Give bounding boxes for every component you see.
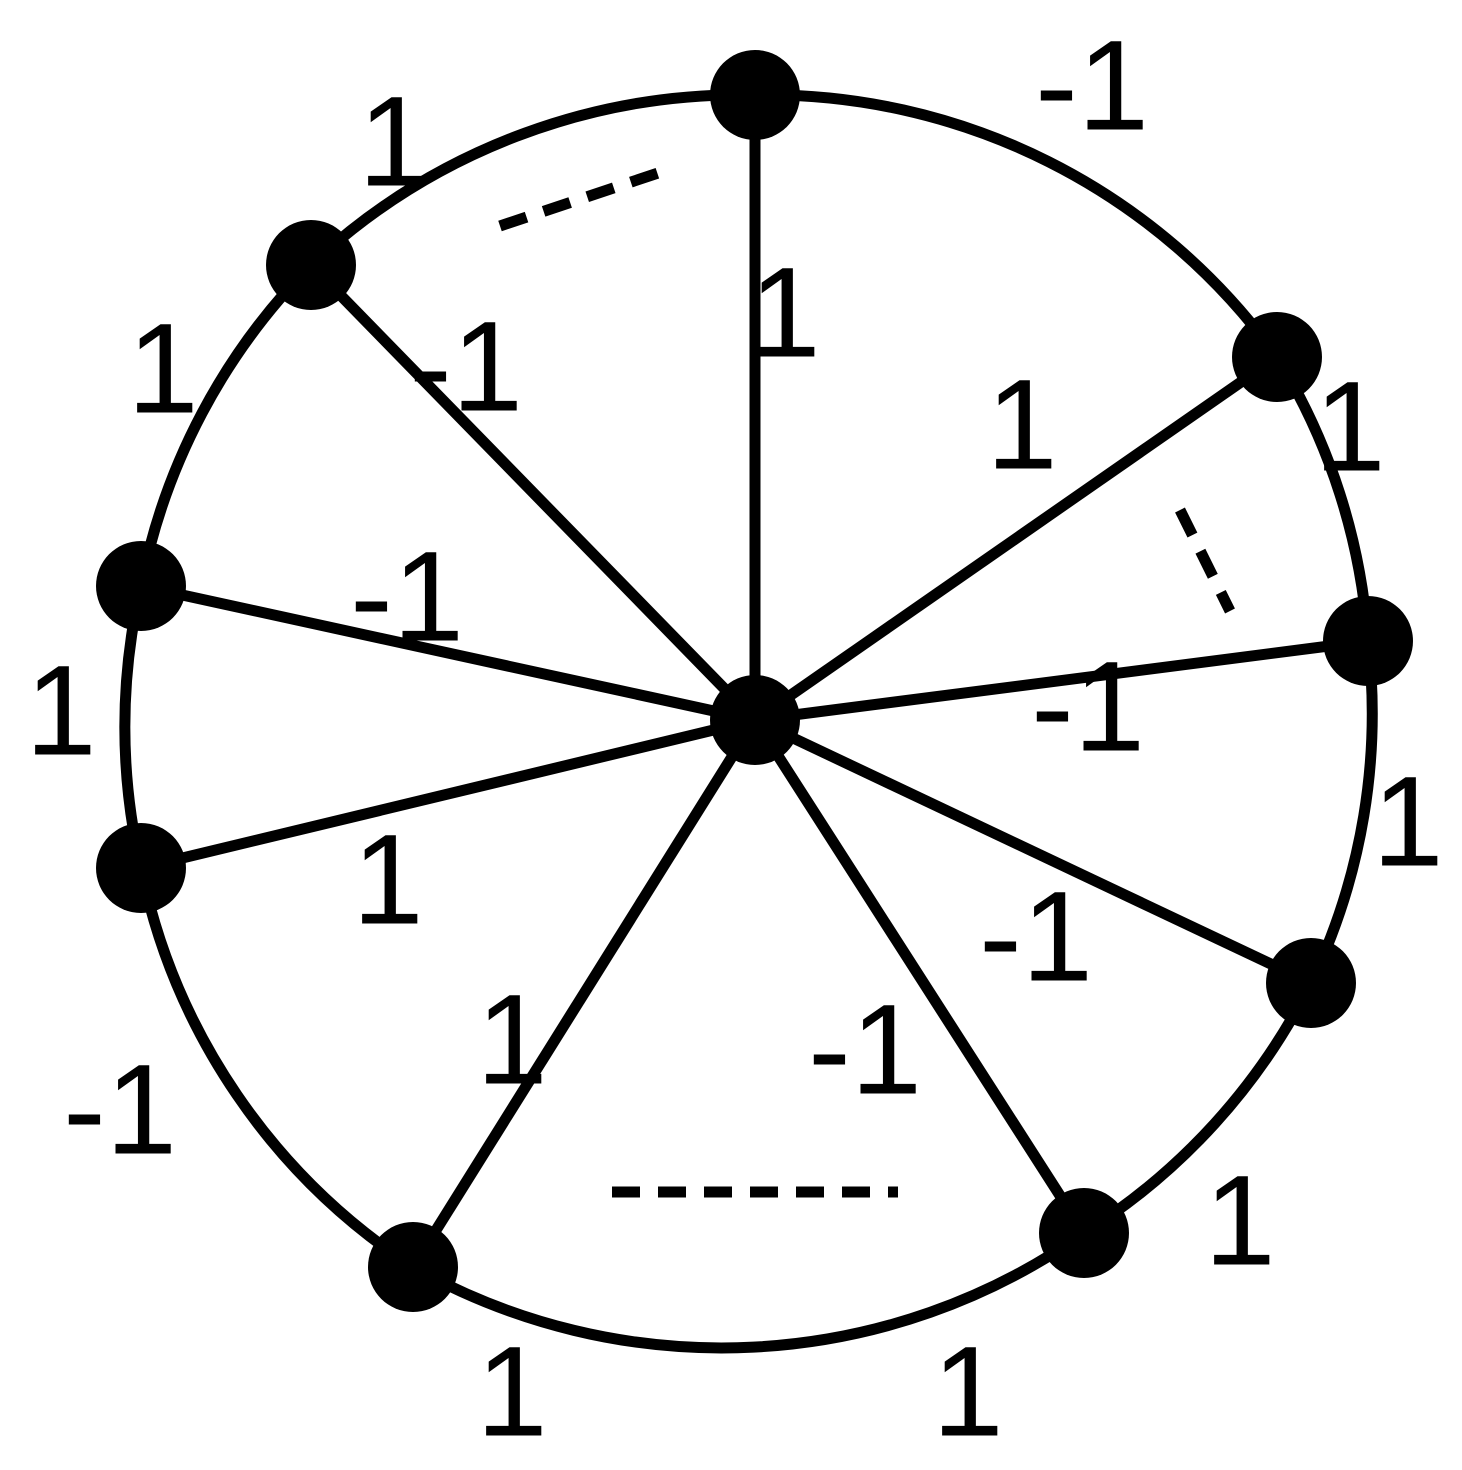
spoke-weight-label: -1	[979, 866, 1093, 1009]
rim-vertex	[1323, 596, 1413, 686]
spoke-edge	[750, 717, 1089, 1236]
rim-vertex	[1039, 1188, 1129, 1278]
rim-weight-label: -1	[63, 1039, 177, 1182]
rim-weight-label: 1	[127, 298, 198, 441]
rim-edge	[135, 261, 315, 588]
rim-vertex	[96, 541, 186, 631]
rim-edge	[135, 866, 416, 1272]
spoke-weight-label: 1	[986, 354, 1057, 497]
vertices	[96, 50, 1413, 1312]
spoke-weight-label: -1	[1031, 636, 1145, 779]
rim-vertex	[710, 50, 800, 140]
spoke-edge	[139, 580, 757, 726]
spoke-weight-label: -1	[808, 979, 922, 1122]
spoke-weight-label: -1	[350, 526, 464, 669]
rim-vertex	[96, 823, 186, 913]
spoke-weight-label: -1	[409, 296, 523, 439]
rim-edge	[754, 89, 1282, 361]
spoke-edge	[751, 352, 1281, 725]
rim-edge	[410, 1228, 1088, 1354]
spoke-edge	[754, 635, 1369, 726]
spoke-edge	[139, 714, 757, 874]
ellipsis-dashes	[1175, 507, 1235, 614]
rim-weight-label: 1	[1314, 356, 1385, 499]
spoke-weight-label: 1	[476, 969, 547, 1112]
rim-weight-label: -1	[1035, 15, 1149, 158]
spoke-edge	[307, 261, 759, 724]
omitted-edges-indicators	[498, 163, 1235, 1198]
ellipsis-dashes	[498, 163, 672, 232]
rim-weight-label: 1	[25, 640, 96, 783]
rim-vertex	[266, 220, 356, 310]
spoke-edge	[408, 717, 760, 1270]
rim-vertex	[1266, 938, 1356, 1028]
rim-weight-label: 1	[358, 71, 429, 214]
rim-weight-label: 1	[1204, 1150, 1275, 1293]
rim-vertex	[368, 1222, 458, 1312]
hub-vertex	[710, 675, 800, 765]
spoke-weight-label: 1	[749, 242, 820, 385]
spoke-weight-label: 1	[352, 809, 423, 952]
spoke-edges	[139, 95, 1369, 1270]
spoke-edge	[752, 715, 1314, 988]
rim-weight-label: 1	[932, 1321, 1003, 1464]
rim-edge	[307, 89, 756, 270]
rim-vertex	[1232, 312, 1322, 402]
rim-weight-label: 1	[476, 1321, 547, 1464]
rim-weight-label: 1	[1372, 751, 1443, 894]
